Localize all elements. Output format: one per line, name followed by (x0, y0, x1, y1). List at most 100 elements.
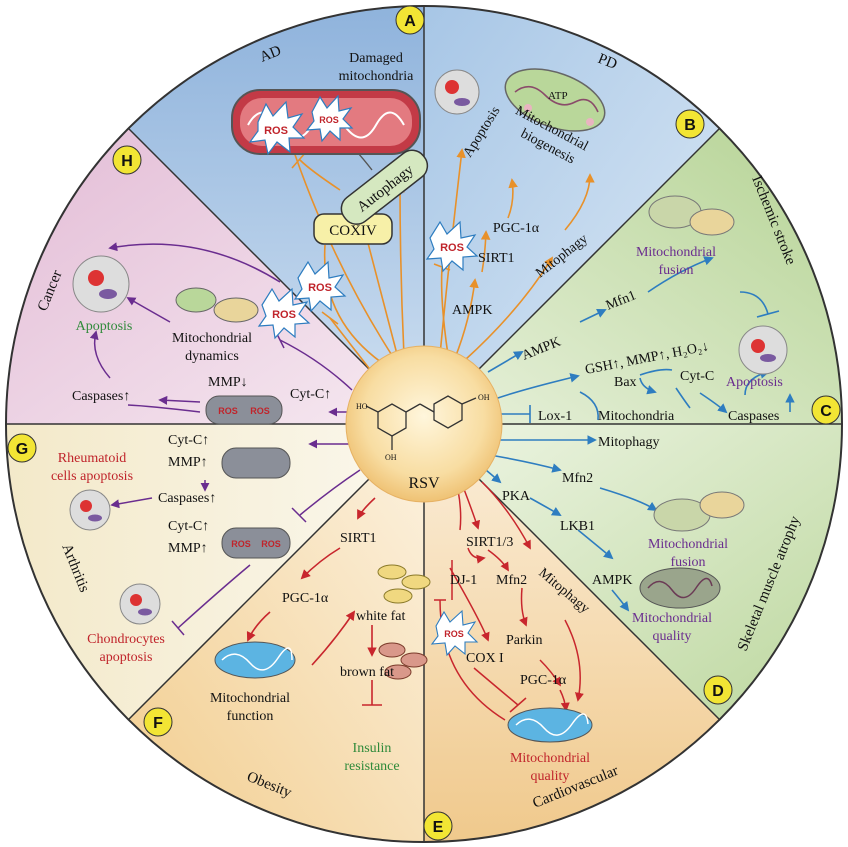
cardio-quality-2: quality (531, 769, 570, 784)
svg-text:G: G (16, 441, 28, 458)
arthritis-cytc-2: Cyt-C↑ (168, 519, 209, 534)
skeletal-mitochondria-fusion-icon (653, 491, 745, 532)
pd-ampk: AMPK (452, 303, 492, 318)
arthritis-chondro-2: apoptosis (100, 650, 153, 665)
cancer-ros-label: ROS (272, 309, 296, 321)
svg-text:F: F (153, 715, 163, 732)
svg-text:C: C (820, 403, 832, 420)
skeletal-ampk: AMPK (592, 573, 632, 588)
svg-text:E: E (433, 819, 444, 836)
cardio-parkin: Parkin (506, 633, 543, 648)
cardio-mitochondria-icon (507, 707, 593, 743)
ischemic-lox: Lox-1 (538, 409, 572, 424)
cancer-caspases: Caspases↑ (72, 389, 130, 404)
skeletal-mfn2: Mfn2 (562, 471, 593, 486)
cancer-dynamics-1: Mitochondrial (172, 331, 252, 346)
arrows-arthritis (110, 439, 361, 636)
badge-c: C (811, 395, 841, 425)
pd-mitochondria-icon (504, 68, 606, 132)
sector-ischemic (424, 128, 842, 424)
badge-f: F (143, 707, 173, 737)
cancer-mitochondria-icons (175, 287, 283, 425)
cancer-apoptosis: Apoptosis (76, 319, 133, 334)
svg-text:H: H (121, 153, 133, 170)
rsv-center: HO OH OH RSV (345, 345, 503, 503)
arthritis-rheum-1: Rheumatoid (58, 451, 126, 466)
oh-3: OH (478, 393, 490, 402)
badge-b: B (675, 109, 705, 139)
oh-1: HO (356, 402, 368, 411)
ad-ros-label-1: ROS (264, 125, 288, 137)
obesity-insulin-2: resistance (344, 759, 399, 774)
pd-ros-label: ROS (440, 242, 464, 254)
ischemic-fusion-1: Mitochondrial (636, 245, 716, 260)
arthritis-mmp-1: MMP↑ (168, 455, 208, 470)
ischemic-mitochondria-icon (648, 195, 735, 236)
arthritis-ros-label-2: ROS (261, 539, 281, 549)
obesity-insulin-1: Insulin (353, 741, 392, 756)
ischemic-cell-icon (738, 325, 788, 375)
svg-text:B: B (684, 117, 696, 134)
cancer-ros-label-3: ROS (250, 406, 270, 416)
svg-text:D: D (712, 683, 724, 700)
ischemic-fusion-2: fusion (659, 263, 694, 278)
ad-ros-label-3: ROS (308, 282, 332, 294)
sector-obesity (128, 424, 424, 842)
obesity-mitochondria-icon (214, 641, 296, 679)
pd-cell-icon (434, 69, 480, 115)
cardio-cox1: COX I (466, 651, 504, 666)
ischemic-apoptosis: Apoptosis (726, 375, 783, 390)
ischemic-mito: Mitochondria (598, 409, 675, 424)
arrows-ad (287, 138, 405, 373)
ischemic-caspases: Caspases (728, 409, 779, 424)
oh-2: OH (385, 453, 397, 462)
arthritis-cell-icons (69, 489, 161, 625)
badge-e: E (423, 811, 453, 841)
obesity-brown: brown fat (340, 665, 394, 680)
cancer-cell-icon (72, 255, 130, 313)
ischemic-bax: Bax (614, 375, 637, 390)
ischemic-cytc: Cyt-C (680, 369, 714, 384)
skeletal-fusion-2: fusion (671, 555, 706, 570)
skeletal-mitochondria-quality-icon (639, 567, 721, 609)
arthritis-mmp-2: MMP↑ (168, 541, 208, 556)
arrows-cancer (89, 242, 355, 417)
skeletal-quality-1: Mitochondrial (632, 611, 712, 626)
pd-title: PD (596, 51, 620, 73)
cardio-ros-icon: ROS (430, 609, 479, 657)
pd-pgc: PGC-1α (493, 221, 540, 236)
ad-damaged-2: mitochondria (339, 69, 414, 84)
cardio-quality-1: Mitochondrial (510, 751, 590, 766)
arthritis-mitochondria-icons (221, 447, 291, 559)
skeletal-pka: PKA (502, 489, 531, 504)
cardio-ros-label: ROS (444, 629, 464, 639)
arthritis-rheum-2: cells apoptosis (51, 469, 133, 484)
white-fat-icon (377, 564, 431, 604)
ad-ros-label-2: ROS (319, 115, 339, 125)
obesity-function-2: function (227, 709, 274, 724)
ros-burst-icon: ROS ROS (248, 94, 354, 156)
ad-ros-burst-lower: ROS (293, 260, 347, 313)
arthritis-ros-label-1: ROS (231, 539, 251, 549)
sector-pd (424, 5, 720, 424)
pd-ros-burst: ROS (425, 220, 479, 273)
brown-fat-icon (378, 642, 428, 680)
center-label: RSV (408, 475, 440, 492)
arthritis-chondro-1: Chondrocytes (87, 632, 165, 647)
ad-damaged-1: Damaged (349, 51, 403, 66)
cardio-sirt13: SIRT1/3 (466, 535, 513, 550)
obesity-white: white fat (356, 609, 405, 624)
arthritis-caspases: Caspases↑ (158, 491, 216, 506)
coxiv-label: COXIV (329, 223, 377, 239)
cardio-dj1: DJ-1 (450, 573, 477, 588)
svg-text:A: A (404, 13, 416, 30)
cancer-cytc: Cyt-C↑ (290, 387, 331, 402)
ad-title: AD (258, 43, 284, 66)
badge-g: G (7, 433, 37, 463)
pd-atp: ATP (548, 90, 568, 102)
obesity-pgc: PGC-1α (282, 591, 329, 606)
cancer-mmp: MMP↓ (208, 375, 248, 390)
cancer-ros-burst: ROS (257, 287, 311, 340)
badge-h: H (112, 145, 142, 175)
badges: A B C D E F G H (7, 5, 841, 841)
